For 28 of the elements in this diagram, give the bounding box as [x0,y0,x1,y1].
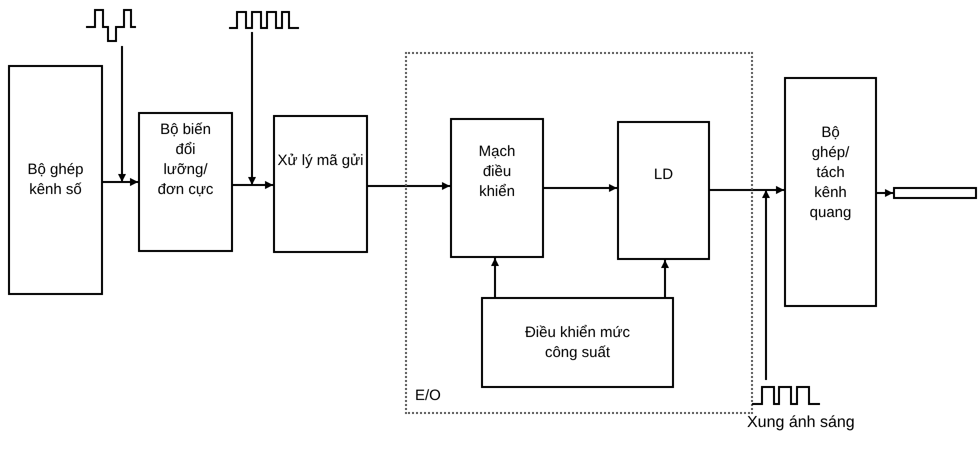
node-label: LD [654,165,674,185]
group-frame [405,52,753,414]
arrow [544,184,617,192]
arrow [661,260,669,297]
node-label: Xử lý mã gửi [278,151,364,171]
arrow [118,46,138,186]
process-box [273,115,368,253]
optical-fiber-bar [893,187,977,199]
node-label: Điều khiển mức công suất [524,322,632,362]
node-label: Mạch điều khiển [478,142,516,202]
process-box [138,112,233,252]
arrow [762,186,784,380]
node-label: Bộ ghép kênh số [26,160,84,200]
process-box [481,297,674,388]
group-label: E/O [415,386,441,406]
node-label: Bộ biến đổi lưỡng/ đơn cực [156,120,214,200]
process-box [8,65,103,295]
waveform-drawing [86,6,136,44]
arrow [248,32,273,189]
waveform-caption: Xung ánh sáng [747,414,855,432]
arrow [877,189,893,197]
node-label: Bộ ghép/ tách kênh quang [808,123,852,223]
process-box [617,121,710,260]
arrow [491,258,499,297]
waveform-drawing [229,10,299,30]
arrow [368,182,450,190]
process-box [784,77,877,307]
process-box [450,118,544,258]
